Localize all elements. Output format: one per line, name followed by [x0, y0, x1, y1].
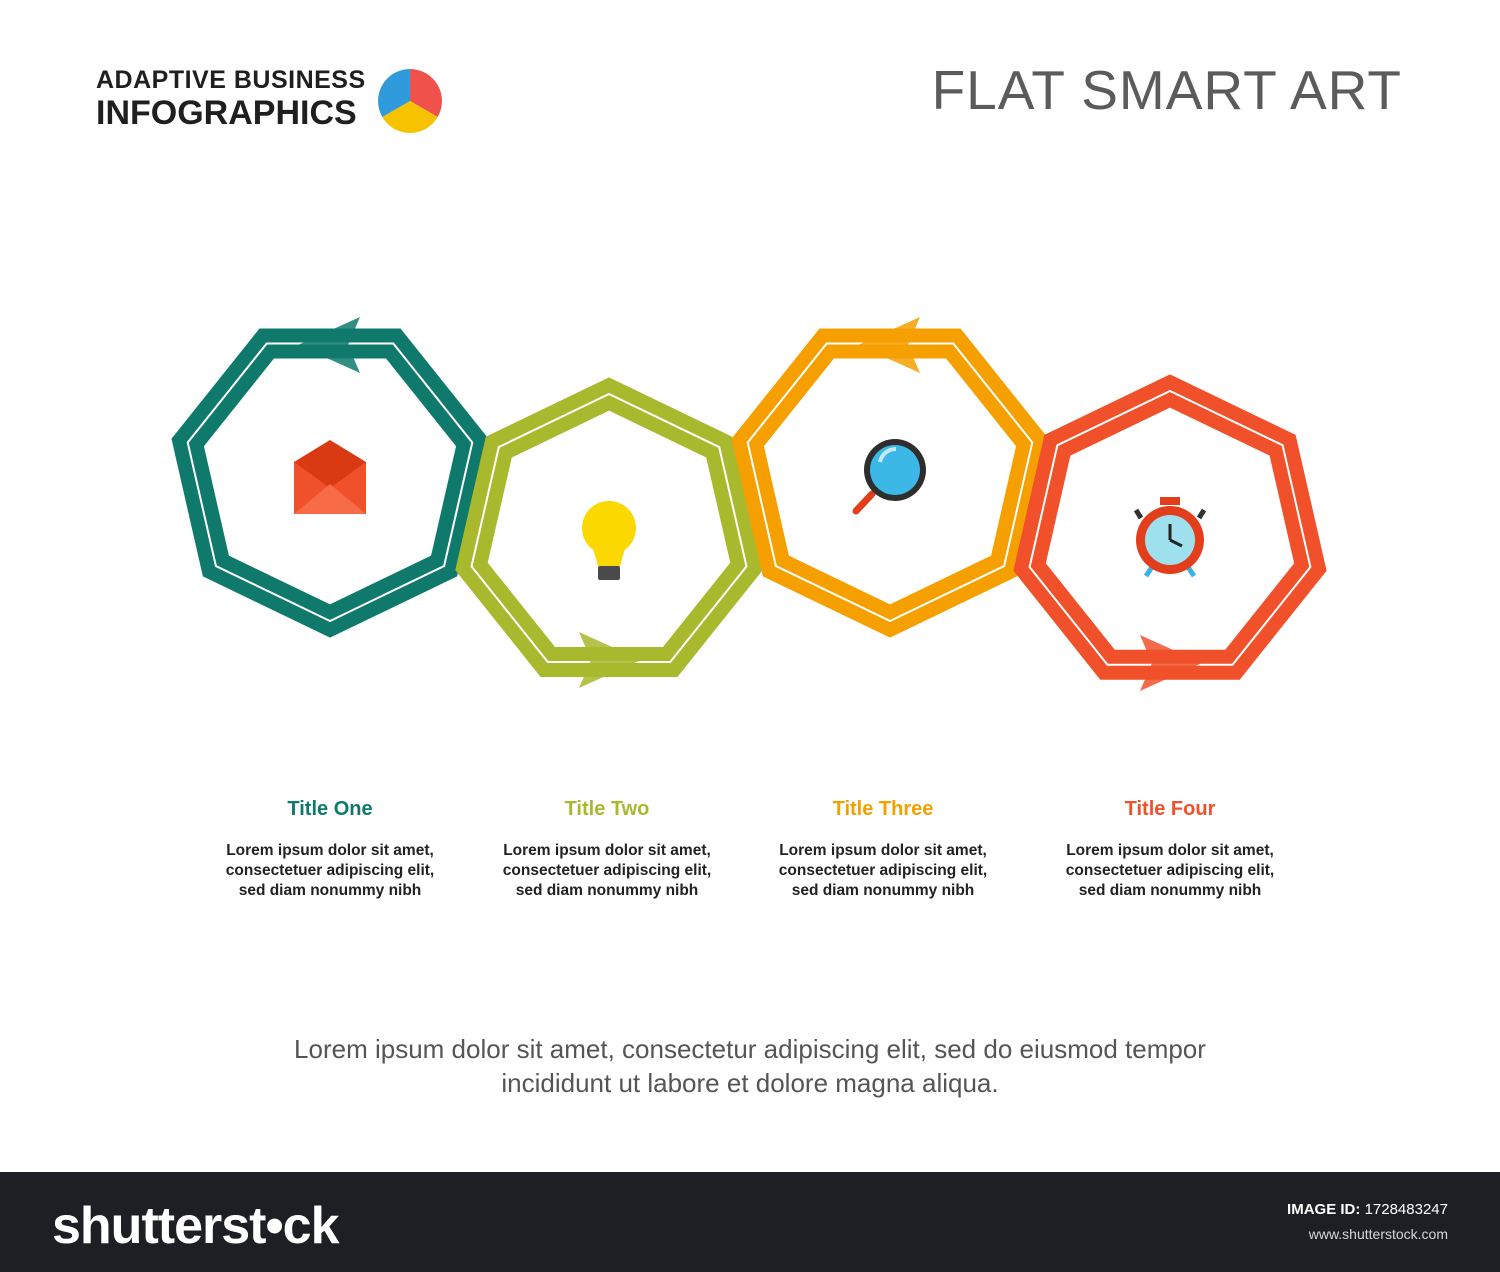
step-2-title: Title Two: [564, 798, 650, 820]
step-2-arrow: [579, 632, 641, 688]
site-url: www.shutterstock.com: [1308, 1226, 1448, 1242]
step-4-desc-line-1: Lorem ipsum dolor sit amet,: [1066, 842, 1274, 859]
step-4-arrow: [1140, 635, 1202, 691]
step-3-arrow: [858, 317, 920, 373]
lightbulb-icon: [582, 501, 636, 580]
step-1-desc-line-1: Lorem ipsum dolor sit amet,: [226, 842, 434, 859]
step-4-desc-line-2: consectetuer adipiscing elit,: [1065, 862, 1275, 879]
pie-logo-icon: [378, 69, 442, 133]
brand-title: ADAPTIVE BUSINESS INFOGRAPHICS: [96, 66, 366, 132]
step-1-title: Title One: [287, 798, 373, 820]
step-1-desc-line-2: consectetuer adipiscing elit,: [225, 862, 435, 879]
step-1-arrow: [298, 317, 360, 373]
footer-line-2: incididunt ut labore et dolore magna ali…: [501, 1068, 999, 1098]
magnifier-icon: [852, 439, 926, 515]
step-4-ring: [1013, 374, 1327, 691]
step-3-description: Lorem ipsum dolor sit amet, consectetuer…: [753, 841, 1013, 901]
page-title: FLAT SMART ART: [931, 59, 1402, 121]
brand-line-2: INFOGRAPHICS: [96, 94, 357, 132]
footer-line-1: Lorem ipsum dolor sit amet, consectetur …: [294, 1034, 1206, 1064]
step-3-desc-line-1: Lorem ipsum dolor sit amet,: [779, 842, 987, 859]
image-id-label: IMAGE ID:: [1287, 1201, 1361, 1218]
step-3-ring: [731, 317, 1049, 638]
step-2-desc-line-2: consectetuer adipiscing elit,: [502, 862, 712, 879]
step-1-ring: [171, 317, 489, 638]
step-4-desc-line-3: sed diam nonummy nibh: [1078, 882, 1262, 899]
step-3-desc-line-2: consectetuer adipiscing elit,: [778, 862, 988, 879]
footer-paragraph: Lorem ipsum dolor sit amet, consectetur …: [200, 1032, 1300, 1100]
stock-logo: shutterst•ck: [52, 1197, 340, 1255]
image-id: IMAGE ID: 1728483247: [1287, 1201, 1448, 1218]
brand-line-1: ADAPTIVE BUSINESS: [96, 66, 366, 94]
step-4-description: Lorem ipsum dolor sit amet, consectetuer…: [1040, 841, 1300, 901]
stock-footer-bar: [0, 1172, 1500, 1272]
step-3-title: Title Three: [832, 798, 934, 820]
step-1-desc-line-3: sed diam nonummy nibh: [238, 882, 422, 899]
envelope-icon: [294, 440, 366, 514]
step-2-desc-line-1: Lorem ipsum dolor sit amet,: [503, 842, 711, 859]
image-id-value: 1728483247: [1364, 1201, 1448, 1218]
heptagon-process-diagram: [171, 317, 1327, 691]
alarm-clock-icon: [1133, 497, 1207, 578]
step-2-ring: [455, 377, 763, 688]
step-1-description: Lorem ipsum dolor sit amet, consectetuer…: [200, 841, 460, 901]
step-2-description: Lorem ipsum dolor sit amet, consectetuer…: [477, 841, 737, 901]
step-2-desc-line-3: sed diam nonummy nibh: [515, 882, 699, 899]
step-3-desc-line-3: sed diam nonummy nibh: [791, 882, 975, 899]
step-4-title: Title Four: [1124, 798, 1216, 820]
